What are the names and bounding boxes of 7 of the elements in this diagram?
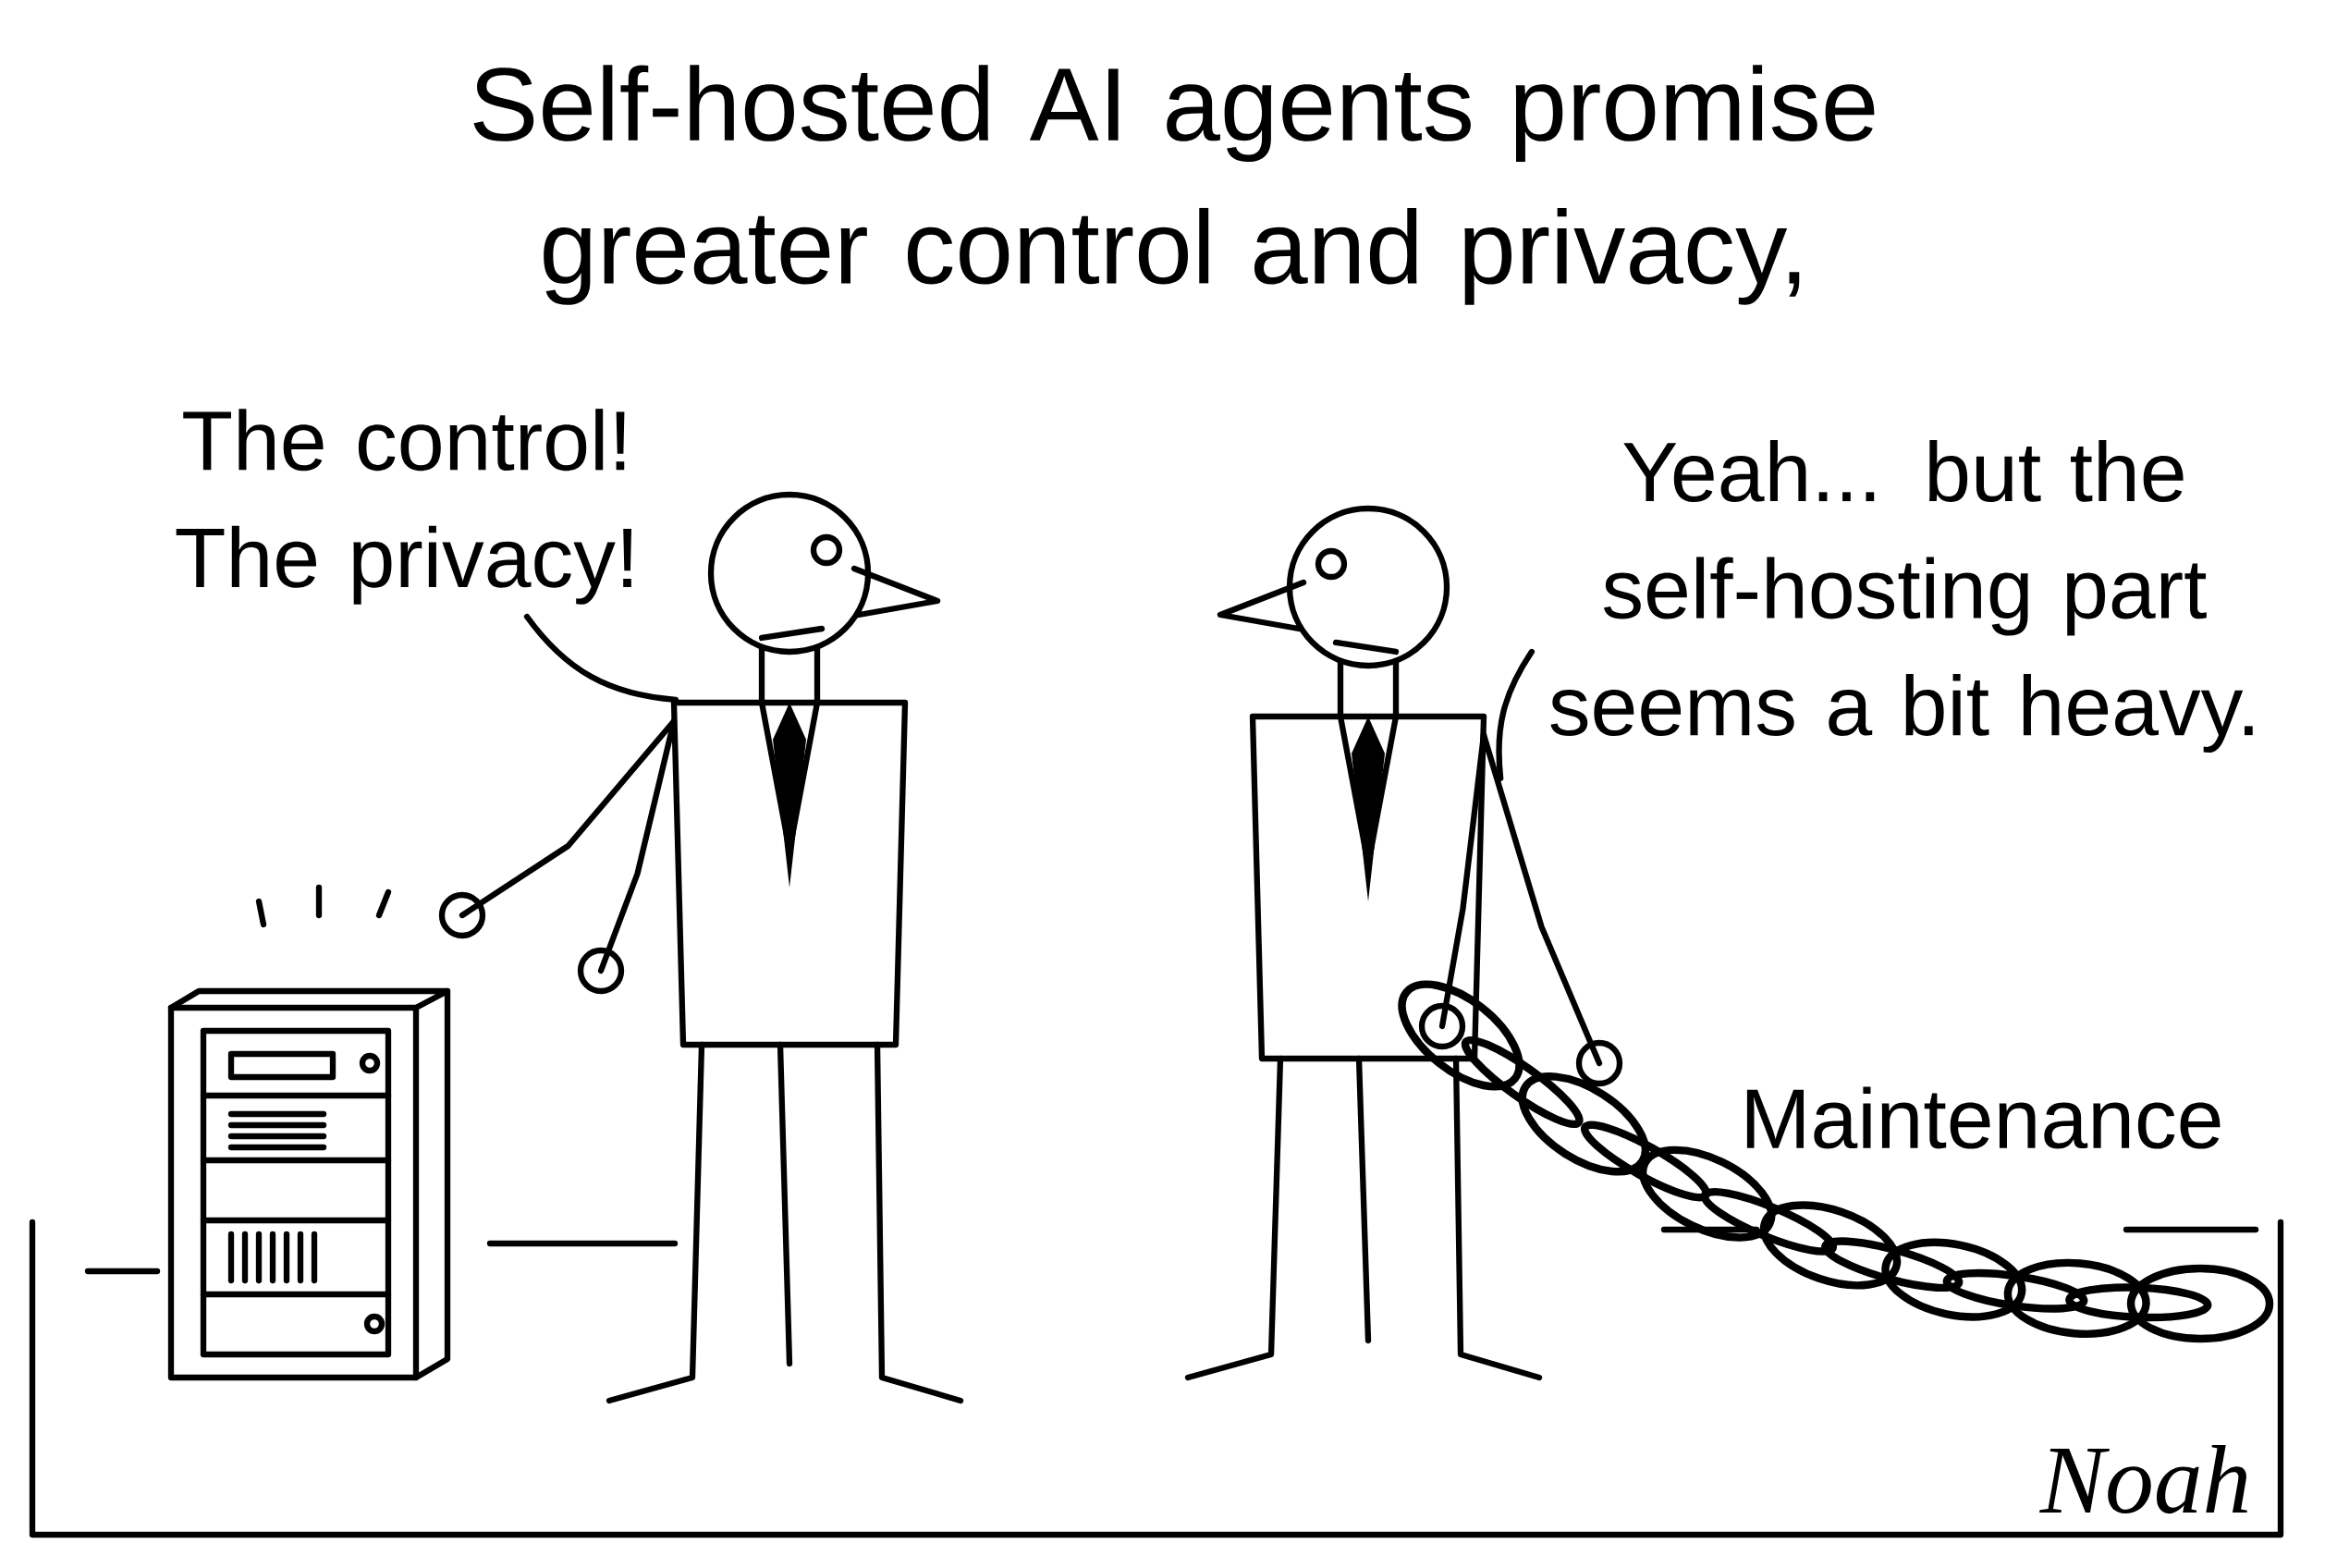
title: Self-hosted AI agents promise greater control and privacy,	[473, 65, 1875, 305]
chain-label: Maintenance	[1746, 1086, 2221, 1149]
speech-text: The control! The privacy!	[176, 409, 631, 605]
speech-tail	[1496, 648, 1535, 781]
speech-tail	[523, 613, 679, 703]
speech-text: Yeah... but the self-hosting part seems a bit heavy.	[1550, 439, 2253, 753]
signature: Noah	[2039, 1444, 2247, 1514]
